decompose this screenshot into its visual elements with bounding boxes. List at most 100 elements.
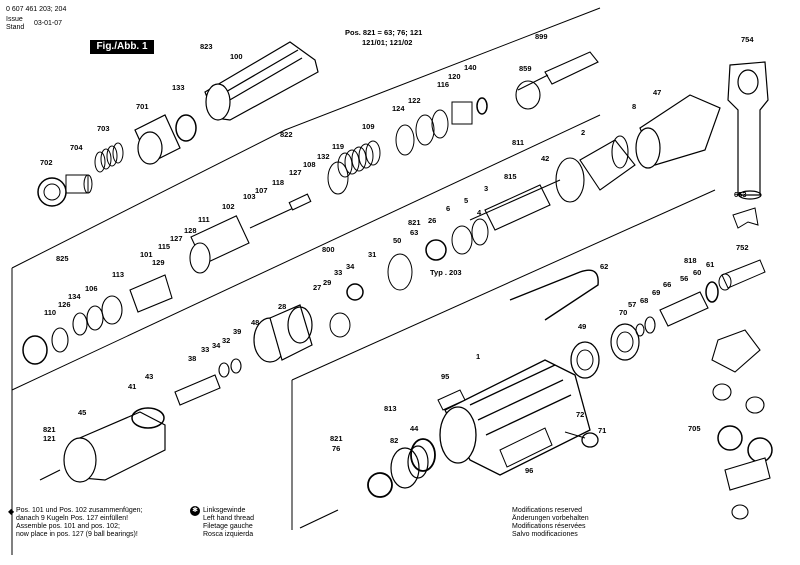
callout: 70 [619,308,628,317]
typ-label: Typ . 203 [430,268,462,277]
washer-50 [387,253,413,291]
callout: 124 [392,104,405,113]
issue-label: Issue [6,16,23,23]
callout: 115 [158,242,171,251]
callout: 68 [640,296,649,305]
callout: 800 [322,245,335,254]
modifications-1: Modifications reserved [512,507,583,514]
callout: 76 [332,444,341,453]
callout: 6 [446,204,451,213]
assembly-axis-lower [291,189,716,381]
callout: 822 [280,130,293,139]
pos-note-line-1: Pos. 821 = 63; 76; 121 [345,28,423,37]
callout: 127 [170,234,183,243]
callout: 33 [201,345,210,354]
gear-29 [329,283,364,338]
callout: 48 [251,318,260,327]
cap-701 [134,114,181,165]
seal-70 [610,323,640,361]
hose-fitting-899 [515,51,599,110]
bushing-704 [65,174,93,194]
callout: 120 [448,72,461,81]
callout: 821 [330,434,343,443]
callout: 121 [43,434,56,443]
callout: 899 [535,32,548,41]
callout: 116 [437,80,450,89]
ball-note-2: danach 9 Kugeln Pos. 127 einfüllen! [16,515,129,522]
callout: 859 [519,64,532,73]
wire-62 [509,269,599,321]
callout: 43 [145,372,154,381]
callout: 63 [410,228,419,237]
sleeve-47 [635,94,721,169]
label-95 [437,389,466,411]
callout: 28 [278,302,287,311]
callout: 815 [504,172,517,181]
callout: 56 [680,274,689,283]
washers-124-122 [327,109,449,195]
callout: 71 [598,426,607,435]
callout: 118 [272,178,285,187]
callout: 26 [428,216,437,225]
callout: 2 [581,128,586,137]
callout: 49 [578,322,587,331]
callout: 754 [741,35,754,44]
thread-note-3: Filetage gauche [203,523,253,530]
callout: 96 [525,466,534,475]
clip-653 [732,207,759,229]
callout: 27 [313,283,322,292]
callout: 132 [317,152,330,161]
callout: 127 [289,168,302,177]
callout: 8 [632,102,637,111]
callout: 126 [58,300,71,309]
thread-note-1: Linksgewinde [203,507,246,514]
callout: 100 [230,52,243,61]
pin-76 [299,509,339,529]
spindle-38 [174,358,242,406]
callout: 29 [323,278,332,287]
valve-group-818 [635,281,719,337]
callout: 34 [346,262,355,271]
callout: 95 [441,372,450,381]
callout: 69 [652,288,661,297]
modifications-2: Änderungen vorbehalten [512,515,589,522]
motor-group-2 [555,135,636,203]
callout: 110 [44,308,57,317]
callout: 44 [410,424,419,433]
callout: 107 [255,186,268,195]
callout: 128 [184,226,197,235]
callout: 111 [198,215,210,224]
callout: 82 [390,436,399,445]
callout: 4 [477,208,482,217]
screw-71 [564,431,599,448]
bearing-5-6 [451,218,489,255]
callout: 818 [684,256,697,265]
pos-note-line-2: 121/01; 121/02 [362,38,413,47]
callout: 813 [384,404,397,413]
housing-sleeve-823 [204,41,319,121]
callout: 72 [576,410,585,419]
modifications-3: Modifications réservées [512,523,586,530]
spring-703 [94,142,124,173]
rotor-3 [469,179,561,231]
assembly-axis-middle [11,114,601,391]
callout: 34 [212,341,221,350]
spindle-assembly-825 [22,274,173,365]
callout: 133 [172,83,185,92]
diamond-icon: ◆ [8,507,15,516]
callout: 134 [68,292,81,301]
ring-133 [175,114,197,142]
callout: 811 [512,138,525,147]
callout: 60 [693,268,702,277]
spring-rings-109 [337,140,381,178]
callout: 821 [43,425,56,434]
callout: 31 [368,250,377,259]
callout: 108 [303,160,316,169]
callout: 129 [152,258,165,267]
callout: 47 [653,88,662,97]
callout: 66 [663,280,672,289]
callout: 653 [734,190,747,199]
callout: 821 [408,218,421,227]
thread-note-4: Rosca izquierda [203,531,254,538]
